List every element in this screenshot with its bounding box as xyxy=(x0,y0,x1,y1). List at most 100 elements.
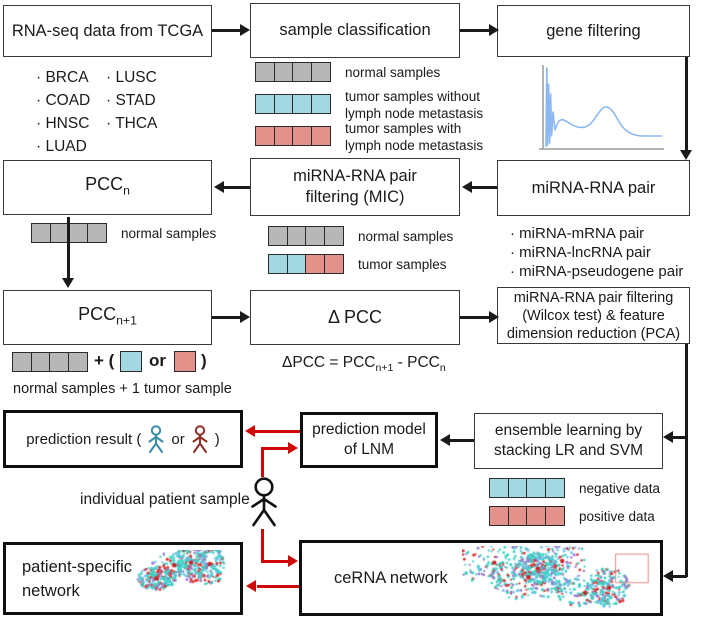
arrow-cerna-to-patient xyxy=(257,585,299,588)
sample-strip-normal xyxy=(255,62,331,82)
arrow-mic-to-pccn xyxy=(224,186,250,189)
box-tcga-data: RNA-seq data from TCGA xyxy=(3,5,212,57)
sample-square xyxy=(305,254,325,274)
arrow-branch-to-cerna xyxy=(671,575,687,578)
arrowhead-left-icon xyxy=(663,570,673,582)
box-gene-filtering: gene filtering xyxy=(497,5,690,57)
arrow-delta-to-pca xyxy=(460,316,490,319)
sample-square xyxy=(49,352,69,372)
arrow-filtering-to-pair xyxy=(685,57,688,151)
arrow-person-up-line xyxy=(261,447,264,477)
list-item: · miRNA-pseudogene pair xyxy=(510,263,684,280)
expression-distribution-plot xyxy=(539,65,664,150)
arrow-ensemble-to-model xyxy=(450,439,474,442)
arrowhead-right-icon xyxy=(240,311,250,323)
mirna-pair-list: · miRNA-mRNA pair · miRNA-lncRNA pair · … xyxy=(510,224,683,281)
sample-square xyxy=(544,478,565,498)
arrowhead-right-icon xyxy=(240,24,250,36)
arrow-pccn1-to-delta xyxy=(212,316,241,319)
sample-square xyxy=(273,62,294,82)
box-pcc-n: PCCn xyxy=(3,160,212,215)
sample-square xyxy=(310,62,331,82)
sample-square xyxy=(526,478,546,498)
sample-square xyxy=(273,126,294,146)
box-pcc-n1: PCCn+1 xyxy=(3,290,212,345)
individual-patient-label: individual patient sample xyxy=(80,491,250,508)
sample-strip-negative xyxy=(489,478,565,498)
sample-square xyxy=(292,94,312,114)
patient-red-icon xyxy=(192,424,208,453)
sample-strip-tumor-positive xyxy=(255,126,331,146)
patient-blue-icon xyxy=(148,424,164,453)
cancer-type-list-col2: · LUSC · STAD · THCA xyxy=(106,66,157,135)
arrowhead-right-icon xyxy=(489,311,499,323)
sample-square xyxy=(255,126,275,146)
prediction-result-content: prediction result ( or ) xyxy=(26,424,220,454)
sample-square xyxy=(255,94,275,114)
sample-square xyxy=(507,478,528,498)
plus-paren-text: + ( xyxy=(94,351,115,370)
arrow-classification-to-filtering xyxy=(460,29,490,32)
arrowhead-left-icon xyxy=(214,181,224,193)
arrowhead-right-icon xyxy=(489,24,499,36)
arrowhead-down-icon xyxy=(680,150,692,160)
close-paren-text: ) xyxy=(201,351,207,370)
box-pcc-n1-label: PCCn+1 xyxy=(78,303,137,328)
arrow-tcga-to-classification xyxy=(212,29,241,32)
arrow-pca-down-line xyxy=(685,344,688,577)
legend-normal-plus-tumor: normal samples + 1 tumor sample xyxy=(13,381,232,397)
sample-strip-tumor-mixed xyxy=(268,254,344,274)
list-item: · BRCA xyxy=(36,69,89,86)
sample-square xyxy=(310,126,331,146)
sample-square xyxy=(268,226,288,246)
arrowhead-left-red-icon xyxy=(246,580,256,592)
box-ensemble-learning: ensemble learning by stacking LR and SVM xyxy=(474,413,663,469)
sample-square xyxy=(292,62,312,82)
box-cerna-network-label: ceRNA network xyxy=(334,568,448,587)
network-image xyxy=(134,550,234,610)
delta-pcc-formula: ΔPCC = PCCn+1 - PCCn xyxy=(282,354,446,375)
sample-strip-normal xyxy=(12,352,88,372)
sample-square-blue xyxy=(119,351,142,372)
box-prediction-model: prediction model of LNM xyxy=(300,412,438,468)
list-item: · THCA xyxy=(106,115,158,132)
sample-square xyxy=(12,352,32,372)
sample-strip-positive xyxy=(489,506,565,526)
box-mic-filtering: miRNA-RNA pair filtering (MIC) xyxy=(250,158,460,216)
sample-strip-tumor-negative xyxy=(255,94,331,114)
list-item: · STAD xyxy=(106,92,156,109)
arrowhead-right-red-icon xyxy=(288,555,298,567)
arrow-person-to-cerna xyxy=(261,560,289,563)
sample-square xyxy=(286,226,307,246)
sample-square xyxy=(67,352,88,372)
box-delta-pcc-label: Δ PCC xyxy=(327,307,383,327)
box-tcga-label: RNA-seq data from TCGA xyxy=(11,21,204,40)
list-item: · HNSC xyxy=(36,115,90,132)
arrowhead-left-icon xyxy=(663,431,673,443)
box-mirna-rna-pair: miRNA-RNA pair xyxy=(497,160,690,216)
box-pca-filtering: miRNA-RNA pair filtering (Wilcox test) &… xyxy=(497,287,690,344)
box-cerna-network: ceRNA network xyxy=(299,540,663,616)
box-patient-network: patient-specific network xyxy=(3,542,243,615)
box-patient-network-label: patient-specific network xyxy=(22,557,133,600)
sample-square xyxy=(292,126,312,146)
sample-square xyxy=(31,223,51,243)
cancer-type-list-col1: · BRCA · COAD · HNSC · LUAD xyxy=(36,66,90,158)
arrow-person-to-model xyxy=(261,447,289,450)
arrowhead-left-red-icon xyxy=(245,425,255,437)
list-item: · LUAD xyxy=(36,138,87,155)
box-sample-classification-label: sample classification xyxy=(279,21,431,39)
arrow-branch-to-ensemble xyxy=(671,436,687,439)
arrow-pair-to-mic xyxy=(472,186,497,189)
legend-tumor-with: tumor samples with lymph node metastasis xyxy=(345,121,484,153)
sample-square xyxy=(323,254,344,274)
arrow-model-to-result xyxy=(255,430,300,433)
list-item: · LUSC xyxy=(106,69,157,86)
legend-normal-samples: normal samples xyxy=(358,229,454,244)
arrow-person-down-line xyxy=(261,529,264,562)
legend-normal-samples: normal samples xyxy=(345,65,441,80)
legend-tumor-without: tumor samples without lymph node metasta… xyxy=(345,89,484,121)
arrowhead-right-red-icon xyxy=(288,442,298,454)
legend-normal-samples: normal samples xyxy=(121,226,217,241)
